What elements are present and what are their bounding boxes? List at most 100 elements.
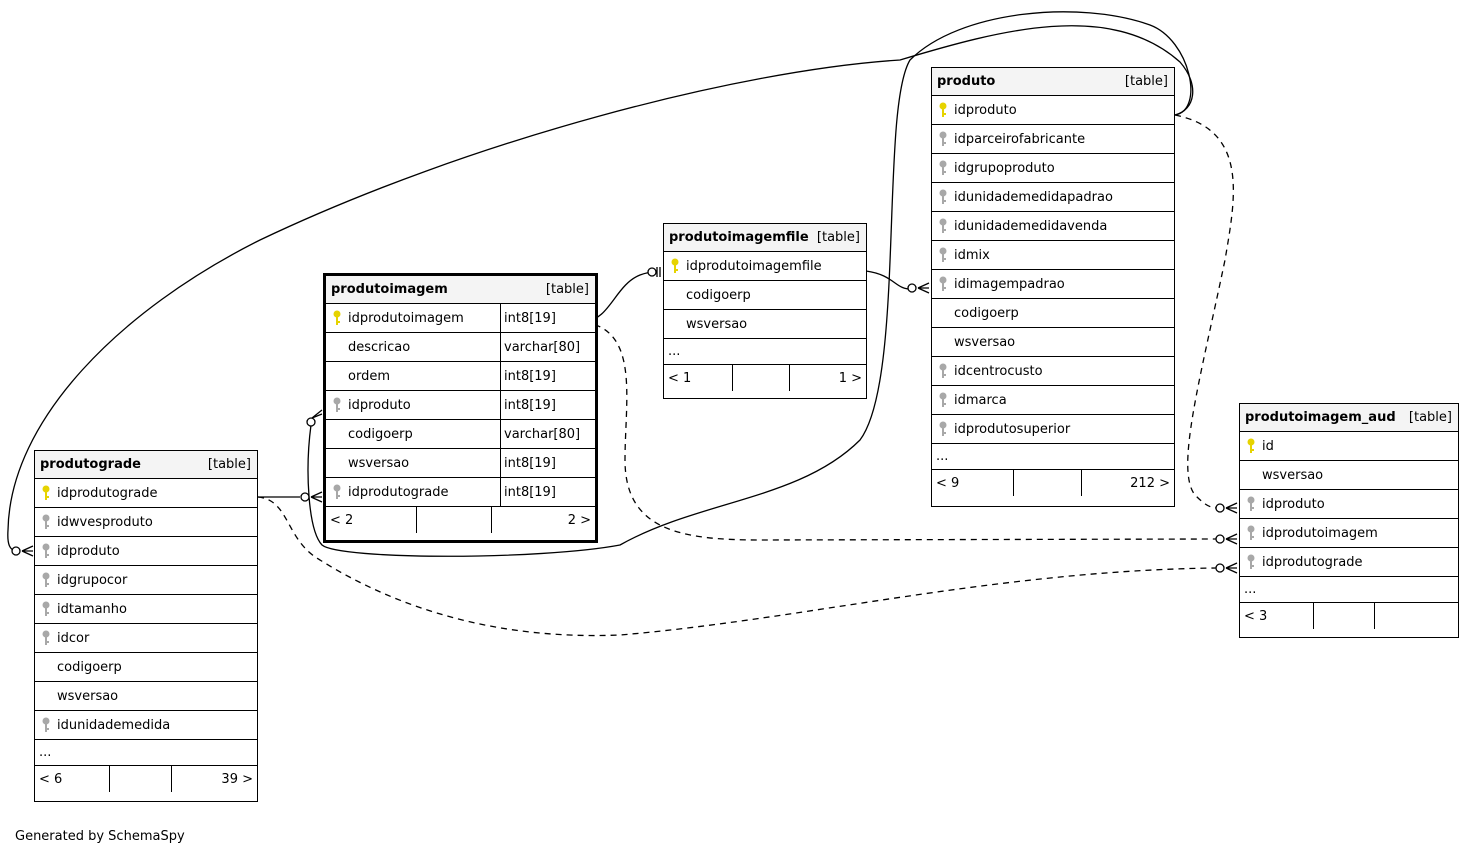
column-row[interactable]: wsversao bbox=[1240, 461, 1458, 490]
table-name: produto bbox=[937, 74, 996, 89]
table-kind: [table] bbox=[545, 282, 589, 297]
parents-count[interactable]: < 1 bbox=[664, 365, 733, 391]
column-type: int8[19] bbox=[500, 391, 595, 419]
foreign-key-icon bbox=[932, 276, 954, 292]
column-row[interactable]: idproduto bbox=[1240, 490, 1458, 519]
column-name: idtamanho bbox=[57, 601, 127, 617]
column-row[interactable]: codigoerp varchar[80] bbox=[326, 420, 595, 449]
column-row[interactable]: wsversao bbox=[35, 682, 257, 711]
table-header: produtoimagemfile[table] bbox=[664, 224, 866, 252]
children-count[interactable]: 212 > bbox=[1130, 475, 1170, 491]
column-row[interactable]: wsversao bbox=[664, 310, 866, 339]
table-kind: [table] bbox=[207, 457, 251, 472]
column-row[interactable]: idprodutoimagem bbox=[1240, 519, 1458, 548]
table-name: produtoimagemfile bbox=[669, 230, 809, 245]
column-row[interactable]: idgrupoproduto bbox=[932, 154, 1174, 183]
column-name: idprodutograde bbox=[1262, 554, 1363, 570]
children-count[interactable]: 39 > bbox=[221, 771, 253, 787]
children-count[interactable]: 1 > bbox=[838, 370, 862, 386]
column-row[interactable]: id bbox=[1240, 432, 1458, 461]
edge-produtoimagemfile-produto bbox=[865, 270, 913, 290]
column-row[interactable]: idunidademedida bbox=[35, 711, 257, 740]
column-row[interactable]: idprodutosuperior bbox=[932, 415, 1174, 444]
column-row[interactable]: idimagempadrao bbox=[932, 270, 1174, 299]
footer-spacer bbox=[417, 507, 492, 533]
primary-key-icon bbox=[932, 102, 954, 118]
column-name: idproduto bbox=[1262, 496, 1325, 512]
children-count[interactable]: 2 > bbox=[567, 512, 591, 528]
footer-spacer bbox=[1014, 470, 1082, 496]
table-header: produto[table] bbox=[932, 68, 1174, 96]
column-row[interactable]: idproduto bbox=[932, 96, 1174, 125]
column-row[interactable]: idprodutograde bbox=[35, 479, 257, 508]
table-produtograde[interactable]: produtograde [table] idprodutograde idwvesp… bbox=[34, 450, 258, 802]
parents-count[interactable]: < 9 bbox=[932, 470, 1014, 496]
column-row[interactable]: idunidademedidavenda bbox=[932, 212, 1174, 241]
column-row[interactable]: idunidademedidapadrao bbox=[932, 183, 1174, 212]
column-name: idunidademedidavenda bbox=[954, 218, 1108, 234]
primary-key-icon bbox=[664, 258, 686, 274]
foreign-key-icon bbox=[35, 601, 57, 617]
column-row[interactable]: idprodutograde bbox=[1240, 548, 1458, 577]
foreign-key-icon bbox=[932, 218, 954, 234]
column-row[interactable]: codigoerp bbox=[35, 653, 257, 682]
column-name: idparceirofabricante bbox=[954, 131, 1086, 147]
footer-spacer bbox=[110, 766, 172, 792]
column-row[interactable]: idparceirofabricante bbox=[932, 125, 1174, 154]
children-count[interactable] bbox=[1375, 603, 1458, 629]
table-name: produtoimagem_aud bbox=[1245, 410, 1396, 425]
column-name: idgrupoproduto bbox=[954, 160, 1055, 176]
column-name: idproduto bbox=[954, 102, 1017, 118]
column-name: wsversao bbox=[954, 334, 1016, 350]
edge-produto-aud bbox=[1174, 114, 1234, 509]
column-row[interactable]: idprodutoimagemfile bbox=[664, 252, 866, 281]
column-name: idprodutograde bbox=[348, 484, 449, 500]
column-type: int8[19] bbox=[500, 478, 595, 506]
table-name: produtograde bbox=[40, 457, 141, 472]
column-type: int8[19] bbox=[500, 362, 595, 390]
column-row[interactable]: idproduto bbox=[35, 537, 257, 566]
foreign-key-icon bbox=[35, 717, 57, 733]
column-row[interactable]: idwvesproduto bbox=[35, 508, 257, 537]
column-row[interactable]: idcentrocusto bbox=[932, 357, 1174, 386]
column-name: idgrupocor bbox=[57, 572, 128, 588]
column-name: codigoerp bbox=[348, 426, 413, 442]
column-name: codigoerp bbox=[686, 287, 751, 303]
more-columns-ellipsis: ... bbox=[35, 740, 257, 766]
foreign-key-icon bbox=[932, 363, 954, 379]
column-row[interactable]: codigoerp bbox=[664, 281, 866, 310]
column-name: idimagempadrao bbox=[954, 276, 1065, 292]
column-row[interactable]: wsversao bbox=[932, 328, 1174, 357]
parents-count[interactable]: < 3 bbox=[1240, 603, 1314, 629]
column-row[interactable]: idmix bbox=[932, 241, 1174, 270]
column-name: idprodutograde bbox=[57, 485, 158, 501]
foreign-key-icon bbox=[35, 543, 57, 559]
column-type: varchar[80] bbox=[500, 420, 595, 448]
table-produto[interactable]: produto[table] idproduto idparceirofabrica… bbox=[931, 67, 1175, 507]
column-row[interactable]: idgrupocor bbox=[35, 566, 257, 595]
column-name: idcentrocusto bbox=[954, 363, 1043, 379]
parents-count[interactable]: < 6 bbox=[35, 766, 110, 792]
column-name: id bbox=[1262, 438, 1274, 454]
column-name: wsversao bbox=[57, 688, 119, 704]
column-row[interactable]: idtamanho bbox=[35, 595, 257, 624]
column-row[interactable]: idcor bbox=[35, 624, 257, 653]
table-produtoimagemfile[interactable]: produtoimagemfile[table]idprodutoimagemf… bbox=[663, 223, 867, 399]
foreign-key-icon bbox=[932, 247, 954, 263]
column-row[interactable]: codigoerp bbox=[932, 299, 1174, 328]
primary-key-icon bbox=[1240, 438, 1262, 454]
column-row[interactable]: idmarca bbox=[932, 386, 1174, 415]
column-name: idprodutoimagem bbox=[1262, 525, 1378, 541]
generated-by-label: Generated by SchemaSpy bbox=[15, 829, 185, 844]
column-row[interactable]: idprodutograde int8[19] bbox=[326, 478, 595, 507]
primary-key-icon bbox=[326, 310, 348, 326]
foreign-key-icon bbox=[1240, 554, 1262, 570]
parents-count[interactable]: < 2 bbox=[326, 507, 417, 533]
